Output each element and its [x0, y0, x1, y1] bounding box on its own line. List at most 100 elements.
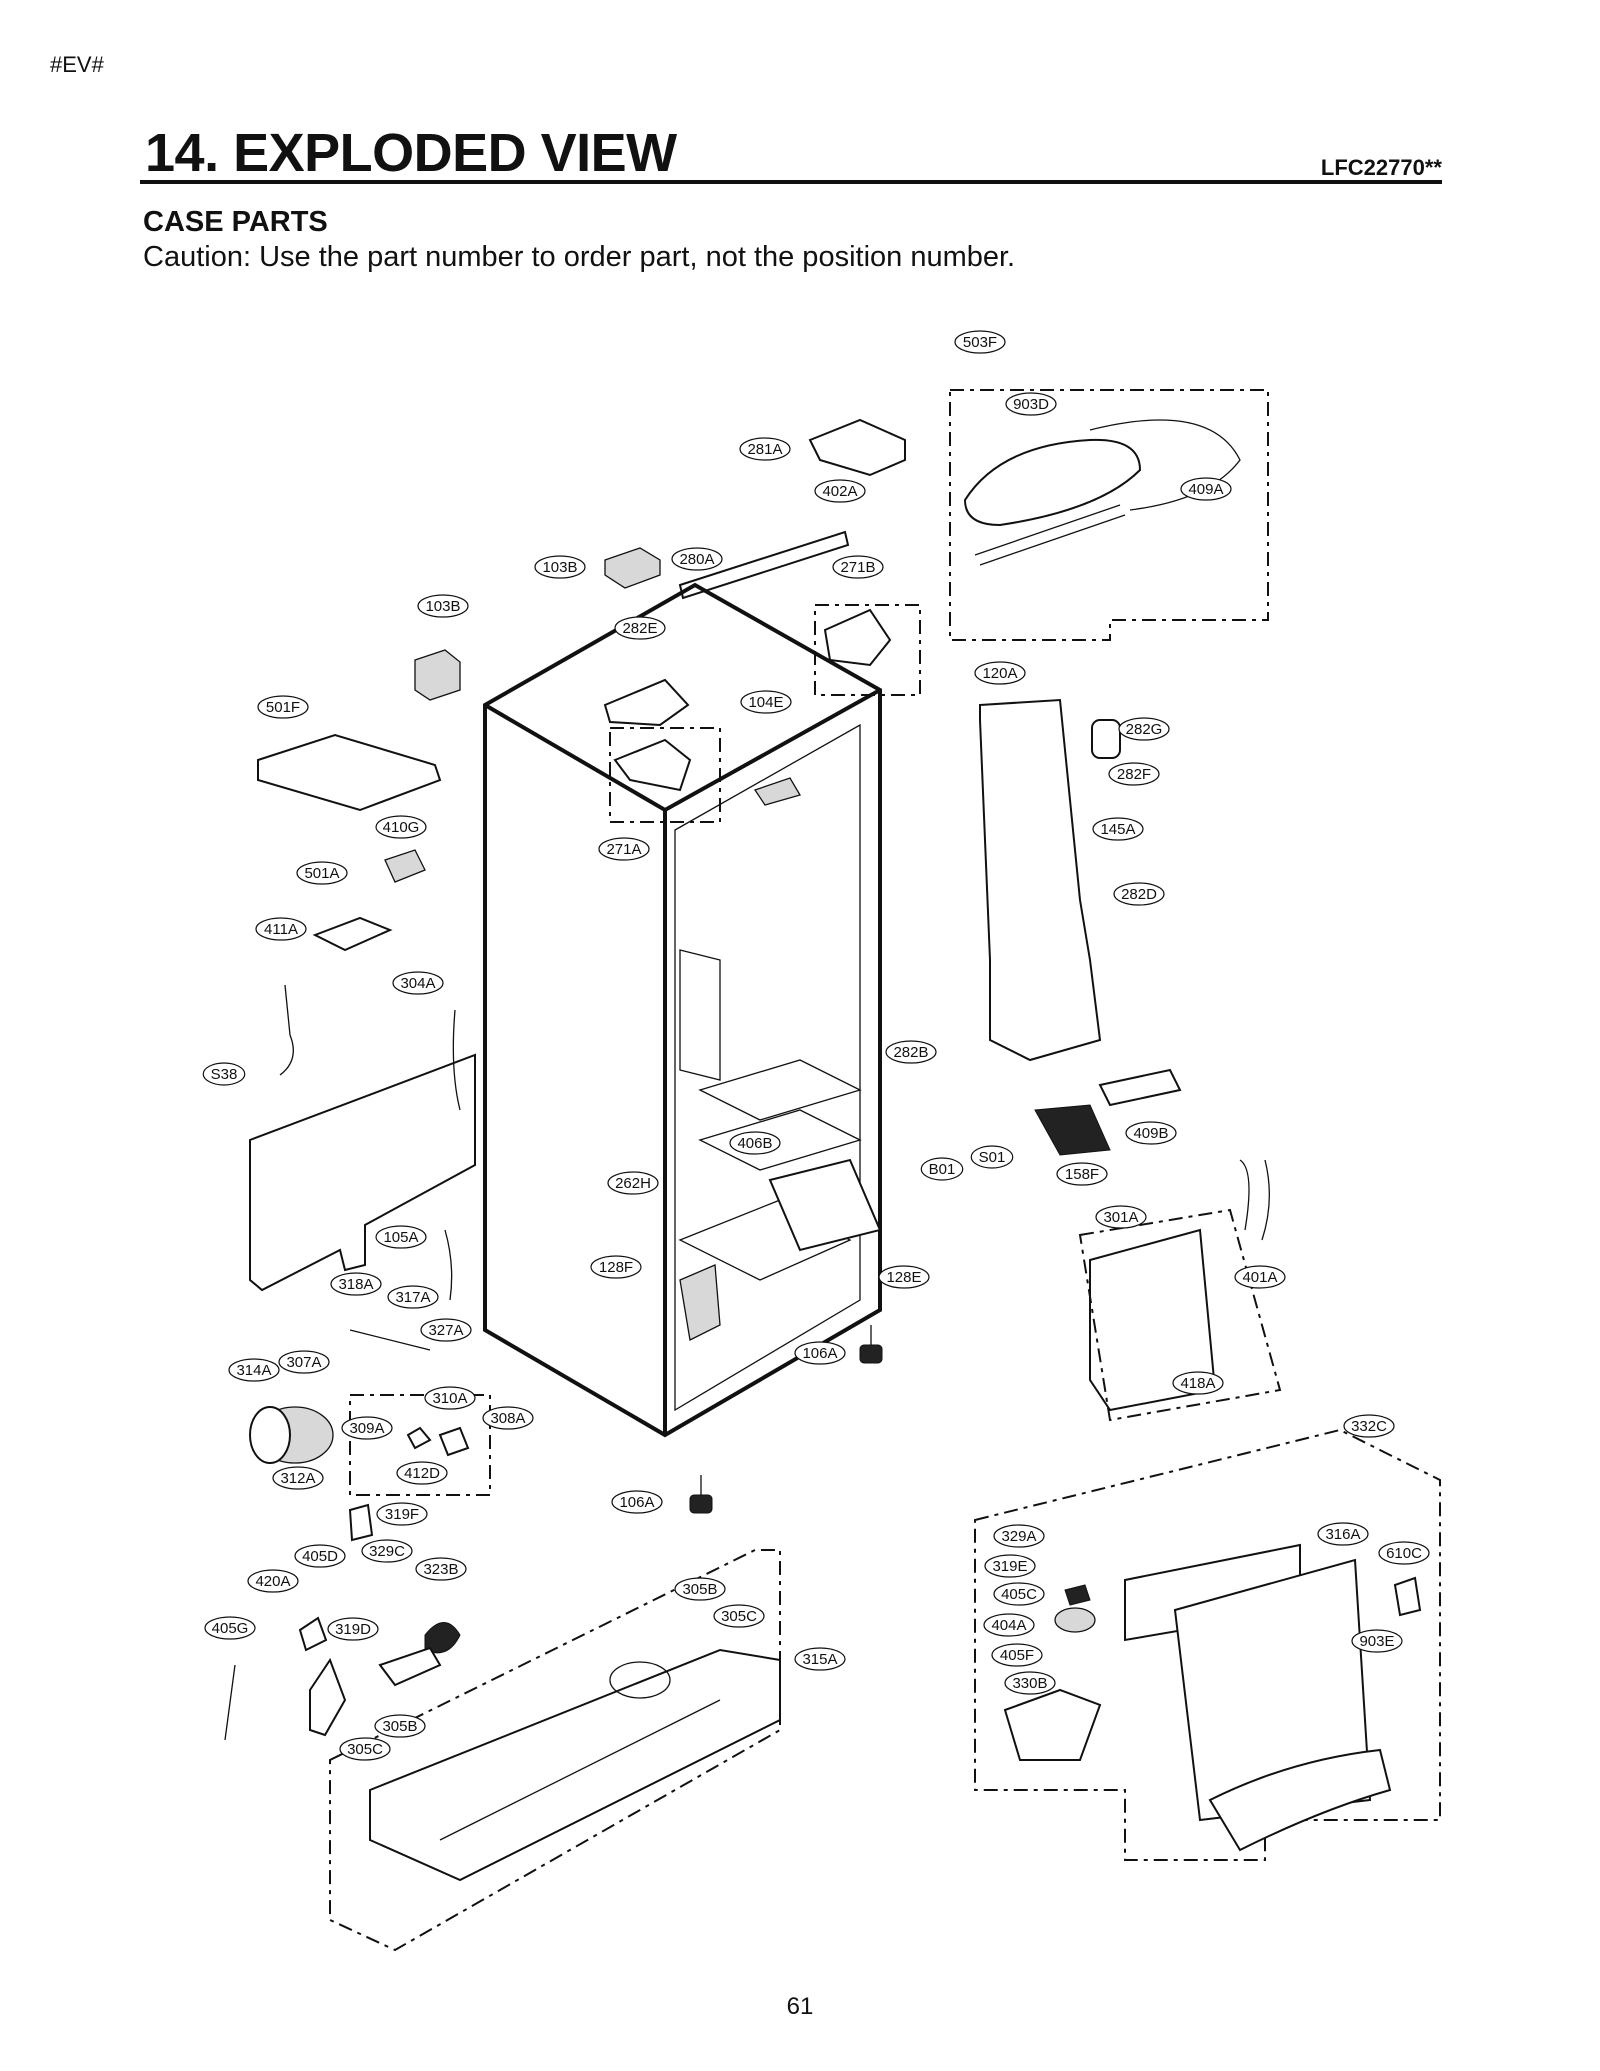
callout-text: 312A	[280, 1470, 315, 1487]
callout-420a: 420A	[247, 1569, 299, 1593]
callout-310a: 310A	[424, 1386, 476, 1410]
callout-bubble	[607, 1171, 659, 1195]
callout-text: 501A	[304, 865, 339, 882]
callout-105a: 105A	[375, 1225, 427, 1249]
callout-text: 318A	[338, 1276, 373, 1293]
callout-bubble	[740, 690, 792, 714]
callout-104e: 104E	[740, 690, 792, 714]
callout-405g: 405G	[204, 1616, 256, 1640]
callout-text: 305C	[347, 1741, 383, 1758]
callout-610c: 610C	[1378, 1541, 1430, 1565]
callout-bubble	[257, 695, 309, 719]
callout-bubble	[598, 837, 650, 861]
callout-bubble	[993, 1582, 1045, 1606]
callout-307a: 307A	[278, 1350, 330, 1374]
callout-bubble	[878, 1265, 930, 1289]
callout-text: 307A	[286, 1354, 321, 1371]
callout-bubble	[228, 1358, 280, 1382]
callout-text: 332C	[1351, 1418, 1387, 1435]
callout-332c: 332C	[1343, 1414, 1395, 1438]
callout-bubble	[729, 1131, 781, 1155]
callout-text: 280A	[679, 551, 714, 568]
callout-text: 316A	[1325, 1526, 1360, 1543]
callout-text: 158F	[1065, 1166, 1099, 1183]
title-rule	[140, 180, 1442, 184]
callout-bubble	[614, 616, 666, 640]
callout-text: 412D	[404, 1465, 440, 1482]
callout-128f: 128F	[590, 1255, 642, 1279]
callout-bubble	[424, 1386, 476, 1410]
refrigerator-cabinet	[483, 582, 882, 1438]
model-number: LFC22770**	[1320, 155, 1442, 180]
callout-text: 411A	[264, 921, 298, 938]
callout-305b: 305B	[374, 1714, 426, 1738]
callout-text: 409B	[1133, 1125, 1168, 1142]
callout-bubble	[387, 1285, 439, 1309]
callout-330b: 330B	[1004, 1671, 1056, 1695]
document-tag: #EV#	[50, 52, 104, 77]
callout-text: 317A	[395, 1289, 430, 1306]
callout-text: B01	[929, 1161, 956, 1178]
callout-418a: 418A	[1172, 1371, 1224, 1395]
callout-bubble	[1317, 1522, 1369, 1546]
callout-404a: 404A	[983, 1613, 1035, 1637]
callout-bubble	[1056, 1162, 1108, 1186]
callout-145a: 145A	[1092, 817, 1144, 841]
callout-282f: 282F	[1108, 762, 1160, 786]
callout-text: 282B	[893, 1044, 928, 1061]
callout-903e: 903E	[1351, 1629, 1403, 1653]
callout-401a: 401A	[1234, 1265, 1286, 1289]
callout-319e: 319E	[984, 1554, 1036, 1578]
callout-text: 262H	[615, 1175, 651, 1192]
section-subtitle: CASE PARTS	[143, 206, 328, 238]
callout-409a: 409A	[1180, 477, 1232, 501]
callout-text: 319F	[385, 1506, 419, 1523]
callout-501f: 501F	[257, 695, 309, 719]
callout-bubble	[339, 1737, 391, 1761]
callout-319d: 319D	[327, 1617, 379, 1641]
callout-bubble	[590, 1255, 642, 1279]
callout-bubble	[534, 555, 586, 579]
callout-text: 329C	[369, 1543, 405, 1560]
page-title: 14. EXPLODED VIEW	[145, 123, 677, 183]
callout-bubble	[794, 1341, 846, 1365]
callout-bubble	[1180, 477, 1232, 501]
callout-bubble	[611, 1490, 663, 1514]
callout-bubble	[671, 547, 723, 571]
callout-280a: 280A	[671, 547, 723, 571]
callout-406b: 406B	[729, 1131, 781, 1155]
callout-bubble	[991, 1643, 1043, 1667]
callout-bubble	[974, 661, 1026, 685]
callout-text: 410G	[383, 819, 420, 836]
callout-bubble	[970, 1145, 1014, 1169]
page-number: 61	[786, 1993, 814, 2020]
callout-bubble	[1351, 1629, 1403, 1653]
callout-106a: 106A	[611, 1490, 663, 1514]
dispenser-assembly-box	[974, 1428, 1441, 1861]
callout-bubble	[247, 1569, 299, 1593]
callout-bubble	[1125, 1121, 1177, 1145]
icemaker-assembly-box	[949, 389, 1269, 641]
callout-bubble	[954, 330, 1006, 354]
callout-bubble	[1092, 817, 1144, 841]
callout-text: 319E	[992, 1558, 1027, 1575]
callout-bubble	[984, 1554, 1036, 1578]
callout-text: 103B	[425, 598, 460, 615]
callout-text: 308A	[490, 1410, 525, 1427]
callout-text: 305B	[682, 1581, 717, 1598]
callout-text: 405G	[212, 1620, 249, 1637]
callout-text: 106A	[619, 1494, 654, 1511]
callout-bubble	[993, 1524, 1045, 1548]
callout-410g: 410G	[375, 815, 427, 839]
machine-compartment	[224, 1549, 781, 1952]
callout-314a: 314A	[228, 1358, 280, 1382]
caution-note: Caution: Use the part number to order pa…	[143, 241, 1016, 273]
callout-106a: 106A	[794, 1341, 846, 1365]
callout-402a: 402A	[814, 479, 866, 503]
callout-301a: 301A	[1095, 1205, 1147, 1229]
callout-text: 309A	[349, 1420, 384, 1437]
callout-305c: 305C	[339, 1737, 391, 1761]
right-parts	[979, 698, 1282, 1422]
callout-bubble	[341, 1416, 393, 1440]
callout-text: 282G	[1126, 721, 1163, 738]
